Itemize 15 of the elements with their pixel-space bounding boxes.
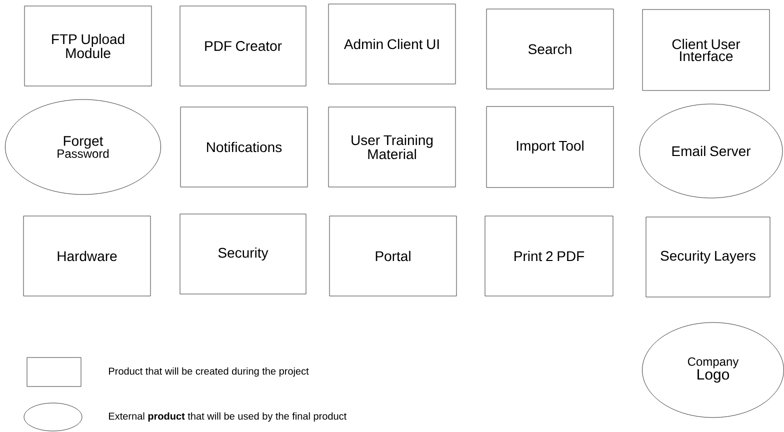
process-box: Import Tool xyxy=(486,106,614,188)
process-box: Notifications xyxy=(180,106,308,188)
process-box: Hardware xyxy=(23,216,151,296)
process-box: Print 2 PDF xyxy=(484,216,614,296)
legend-text: Product that will be created during the project xyxy=(109,367,309,377)
process-box: Portal xyxy=(329,216,457,296)
process-box: Client User Interface xyxy=(642,9,770,91)
process-box: PDF Creator xyxy=(180,6,306,86)
process-box: Security Layers xyxy=(646,216,770,298)
process-box: Admin Client UI xyxy=(328,4,456,84)
process-box: Security xyxy=(180,214,306,294)
legend-text: External product that will be used by the final product xyxy=(109,412,347,422)
process-box: FTP Upload Module xyxy=(24,6,152,86)
process-box: Search xyxy=(486,8,614,90)
process-box: User Training Material xyxy=(328,106,456,188)
